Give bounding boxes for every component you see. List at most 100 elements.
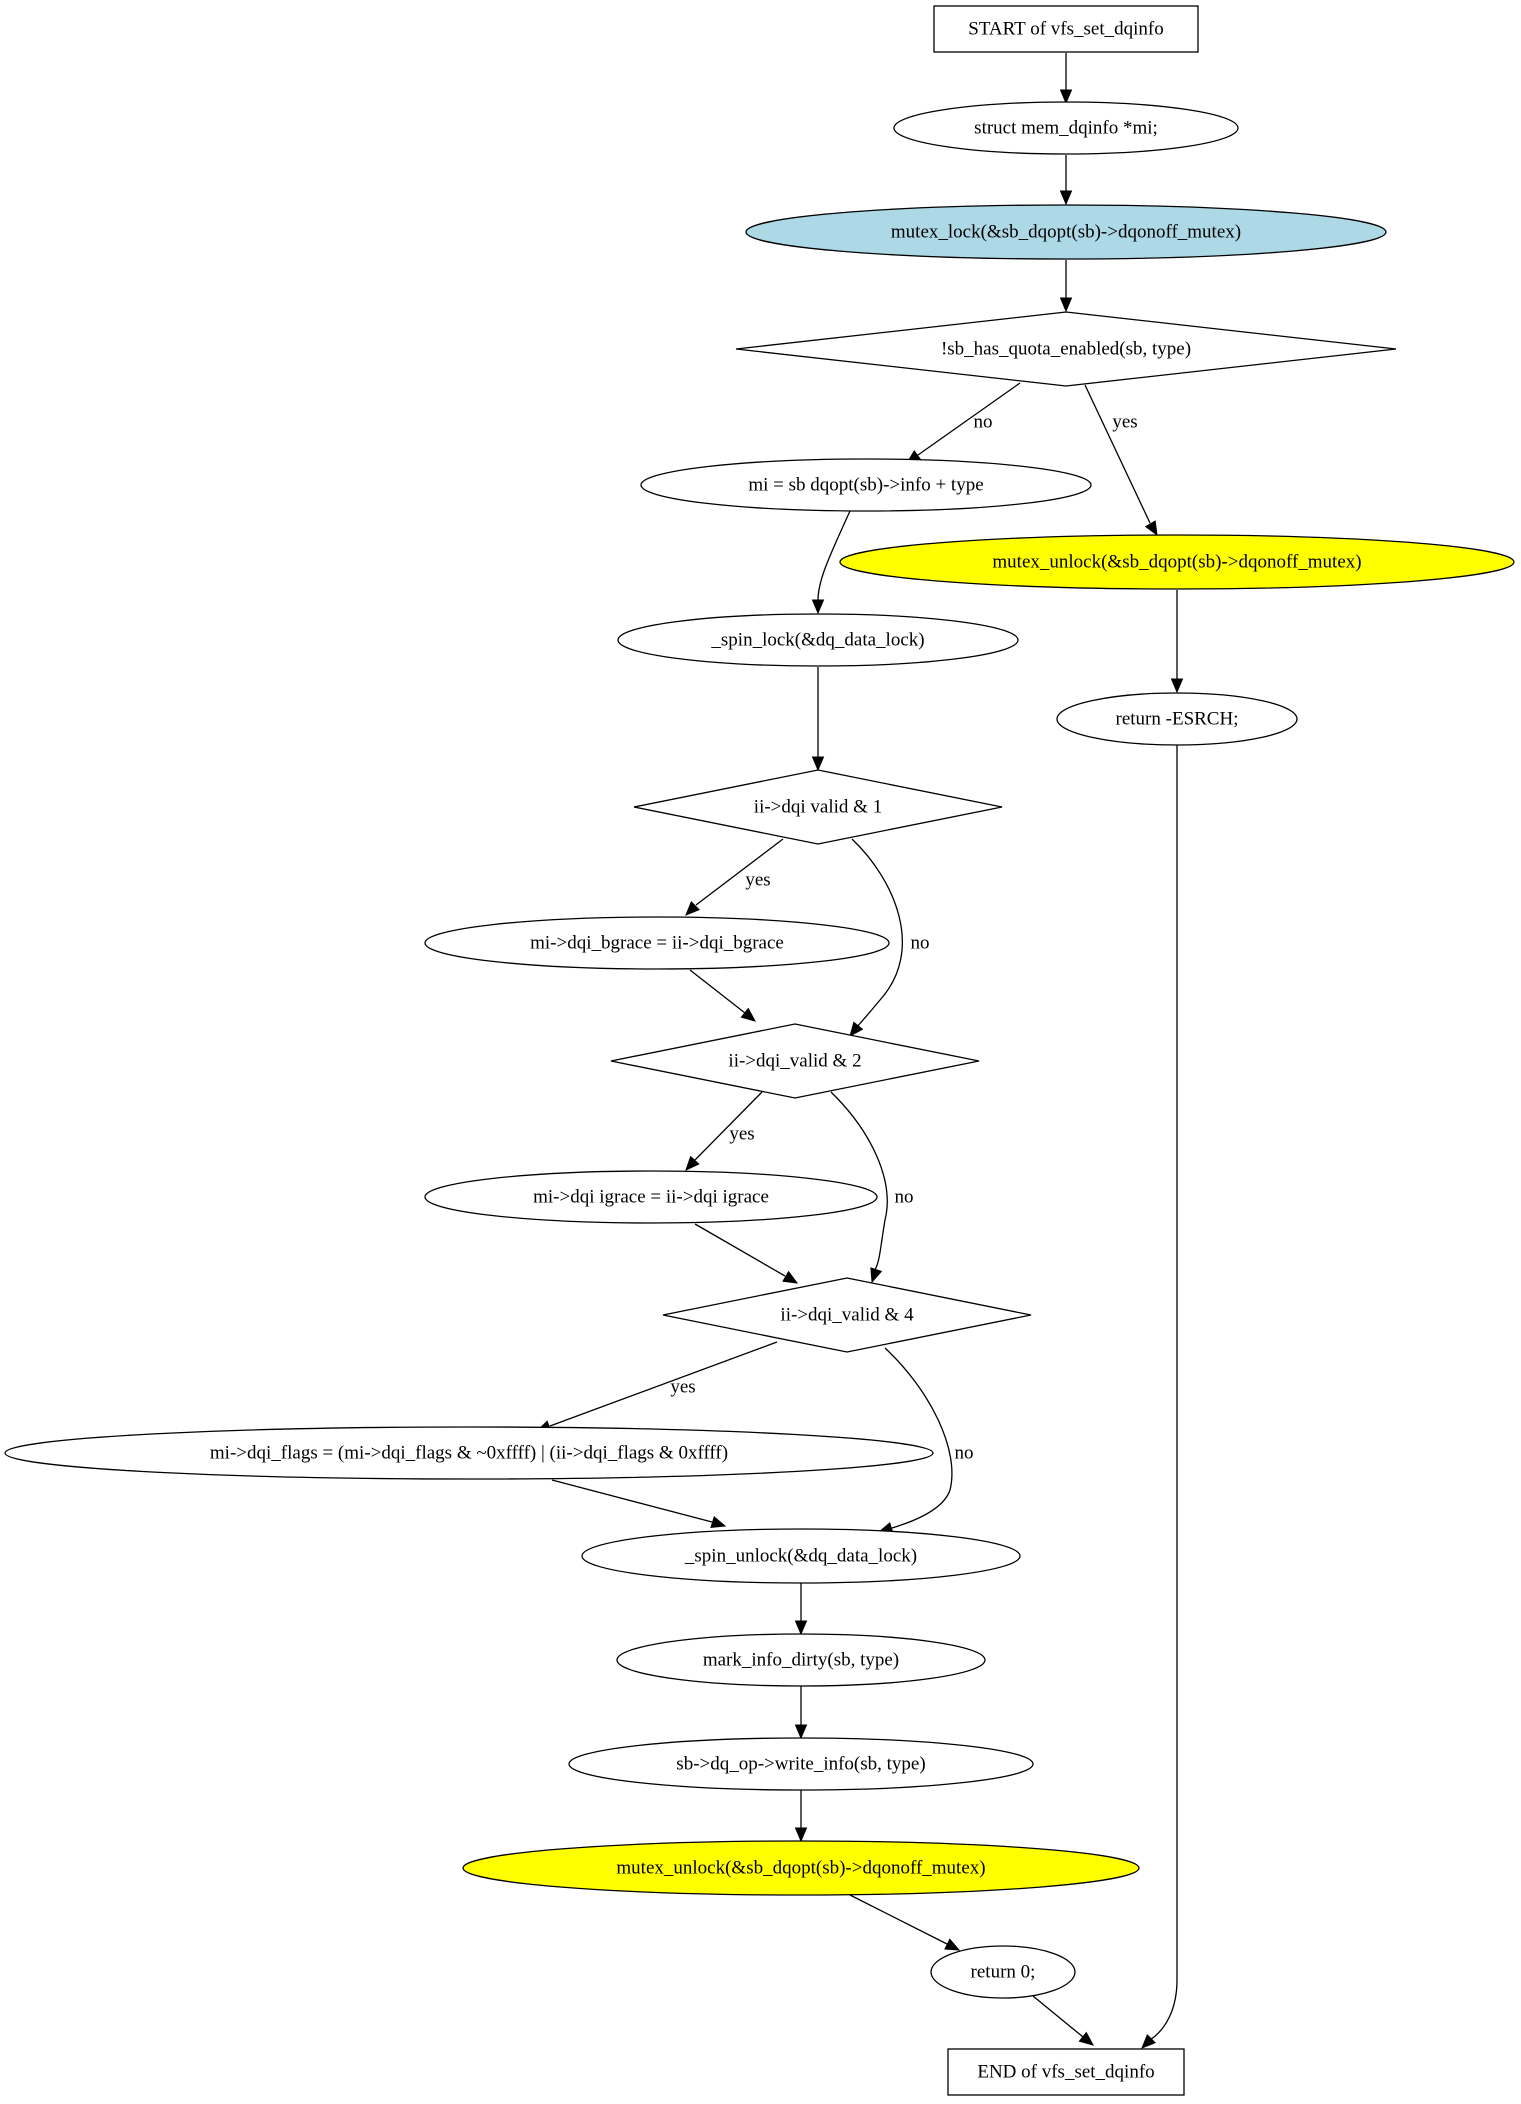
node-label: mutex_unlock(&sb_dqopt(sb)->dqonoff_mute… bbox=[992, 552, 1361, 573]
node-label: ii->dqi valid & 1 bbox=[754, 797, 882, 818]
node-start: START of vfs_set_dqinfo bbox=[933, 5, 1199, 53]
node-label: !sb_has_quota_enabled(sb, type) bbox=[941, 339, 1191, 360]
ellipse-shape bbox=[1056, 692, 1298, 746]
ellipse-shape bbox=[745, 204, 1387, 260]
ellipse-shape bbox=[930, 1945, 1076, 1999]
edge-line bbox=[551, 1479, 713, 1523]
arrow-head-icon bbox=[1059, 190, 1073, 206]
edge-line bbox=[695, 838, 784, 906]
edge-cond4-to-spin_unlock: no bbox=[877, 1347, 974, 1535]
node-label: _spin_lock(&dq_data_lock) bbox=[710, 630, 924, 651]
diamond-shape bbox=[610, 1023, 980, 1099]
ellipse-shape bbox=[424, 1170, 878, 1224]
edge-bgrace-to-cond2 bbox=[689, 969, 757, 1022]
arrow-head-icon bbox=[1141, 2034, 1156, 2049]
edge-line bbox=[817, 510, 851, 601]
edge-line bbox=[830, 1091, 888, 1271]
node-cond2: ii->dqi_valid & 2 bbox=[610, 1023, 980, 1099]
box-shape bbox=[933, 5, 1199, 53]
arrow-head-icon bbox=[1170, 678, 1184, 694]
node-ret_err: return -ESRCH; bbox=[1056, 692, 1298, 746]
arrow-head-icon bbox=[870, 1267, 883, 1284]
edge-label: yes bbox=[729, 1124, 754, 1145]
ellipse-shape bbox=[616, 1633, 986, 1687]
edge-start-to-decl bbox=[1059, 53, 1073, 105]
node-label: sb->dq_op->write_info(sb, type) bbox=[676, 1754, 925, 1775]
edge-label: no bbox=[974, 412, 993, 433]
edge-line bbox=[849, 1894, 948, 1945]
node-label: mi->dqi_flags = (mi->dqi_flags & ~0xffff… bbox=[210, 1443, 728, 1464]
node-label: END of vfs_set_dqinfo bbox=[977, 2062, 1154, 2083]
node-label: ii->dqi_valid & 2 bbox=[728, 1051, 861, 1072]
node-cond_enabled: !sb_has_quota_enabled(sb, type) bbox=[735, 311, 1397, 387]
ellipse-shape bbox=[568, 1737, 1034, 1791]
edge-cond_enabled-to-unlock_err: yes bbox=[1084, 384, 1158, 537]
node-unlock_err: mutex_unlock(&sb_dqopt(sb)->dqonoff_mute… bbox=[839, 534, 1515, 590]
node-label: ii->dqi_valid & 4 bbox=[780, 1305, 914, 1326]
edge-label: yes bbox=[1112, 412, 1137, 433]
edge-line bbox=[1032, 1995, 1084, 2038]
node-bgrace: mi->dqi_bgrace = ii->dqi_bgrace bbox=[424, 916, 890, 970]
node-label: mi->dqi_bgrace = ii->dqi_bgrace bbox=[530, 933, 784, 954]
edge-line bbox=[1149, 745, 1178, 2041]
ellipse-shape bbox=[617, 613, 1019, 667]
edge-cond2-to-igrace: yes bbox=[685, 1091, 763, 1171]
edge-cond4-to-flags: yes bbox=[535, 1341, 778, 1432]
node-label: mi->dqi igrace = ii->dqi igrace bbox=[533, 1187, 769, 1208]
edge-unlock_ok-to-ret_ok bbox=[849, 1894, 961, 1951]
node-label: struct mem_dqinfo *mi; bbox=[974, 118, 1158, 139]
arrow-head-icon bbox=[944, 1938, 961, 1951]
edge-cond_enabled-to-assign_mi: no bbox=[905, 382, 1021, 464]
arrow-head-icon bbox=[794, 1827, 808, 1843]
edge-label: yes bbox=[745, 870, 770, 891]
diamond-shape bbox=[662, 1277, 1032, 1353]
ellipse-shape bbox=[839, 534, 1515, 590]
edge-label: yes bbox=[670, 1377, 695, 1398]
node-label: return 0; bbox=[971, 1962, 1036, 1983]
box-shape bbox=[947, 2048, 1185, 2096]
node-decl: struct mem_dqinfo *mi; bbox=[893, 101, 1239, 155]
edge-line bbox=[917, 382, 1021, 456]
node-assign_mi: mi = sb dqopt(sb)->info + type bbox=[640, 458, 1092, 512]
edge-spin_unlock-to-mark_dirty bbox=[794, 1583, 808, 1636]
edge-label: no bbox=[911, 933, 930, 954]
node-mark_dirty: mark_info_dirty(sb, type) bbox=[616, 1633, 986, 1687]
ellipse-shape bbox=[424, 916, 890, 970]
arrow-head-icon bbox=[794, 1620, 808, 1636]
edges-layer: no yes yes no yes no yes no bbox=[535, 53, 1184, 2049]
node-label: _spin_unlock(&dq_data_lock) bbox=[684, 1546, 917, 1567]
edge-cond1-to-cond2: no bbox=[849, 838, 930, 1038]
node-label: mi = sb dqopt(sb)->info + type bbox=[748, 475, 983, 496]
arrow-head-icon bbox=[710, 1516, 727, 1529]
node-lock: mutex_lock(&sb_dqopt(sb)->dqonoff_mutex) bbox=[745, 204, 1387, 260]
node-label: mutex_lock(&sb_dqopt(sb)->dqonoff_mutex) bbox=[891, 222, 1241, 243]
edge-ret_ok-to-end bbox=[1032, 1995, 1095, 2046]
node-label: mark_info_dirty(sb, type) bbox=[703, 1650, 899, 1671]
edge-label: no bbox=[895, 1187, 914, 1208]
arrow-head-icon bbox=[1059, 89, 1073, 105]
arrow-head-icon bbox=[685, 901, 700, 916]
edge-igrace-to-cond4 bbox=[694, 1223, 799, 1284]
edge-label: no bbox=[955, 1443, 974, 1464]
ellipse-shape bbox=[640, 458, 1092, 512]
edge-ret_err-to-end bbox=[1141, 745, 1178, 2049]
edge-flags-to-spin_unlock bbox=[551, 1479, 727, 1529]
node-cond4: ii->dqi_valid & 4 bbox=[662, 1277, 1032, 1353]
node-flags: mi->dqi_flags = (mi->dqi_flags & ~0xffff… bbox=[4, 1426, 934, 1480]
edge-lock-to-cond_enabled bbox=[1059, 260, 1073, 313]
diamond-shape bbox=[633, 769, 1003, 845]
arrow-head-icon bbox=[782, 1270, 799, 1284]
edge-decl-to-lock bbox=[1059, 155, 1073, 206]
node-unlock_ok: mutex_unlock(&sb_dqopt(sb)->dqonoff_mute… bbox=[462, 1840, 1140, 1896]
edge-mark_dirty-to-write_info bbox=[794, 1686, 808, 1740]
edge-line bbox=[884, 1347, 953, 1529]
arrow-head-icon bbox=[1059, 297, 1073, 313]
edge-line bbox=[549, 1341, 778, 1427]
ellipse-shape bbox=[462, 1840, 1140, 1896]
arrow-head-icon bbox=[685, 1155, 700, 1171]
node-spin_lock: _spin_lock(&dq_data_lock) bbox=[617, 613, 1019, 667]
arrow-head-icon bbox=[1144, 520, 1158, 537]
node-write_info: sb->dq_op->write_info(sb, type) bbox=[568, 1737, 1034, 1791]
edge-line bbox=[1084, 384, 1151, 524]
